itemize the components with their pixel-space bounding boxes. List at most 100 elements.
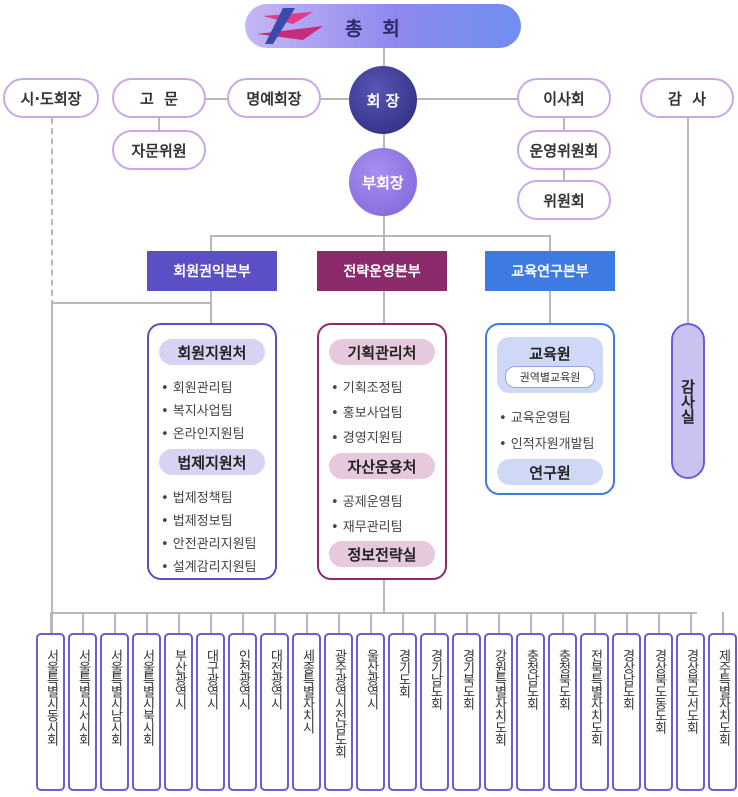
region-node: 충청남도회	[516, 633, 545, 791]
sido-president-node: 시·도회장	[3, 78, 99, 118]
region-label: 대구광역시	[203, 649, 219, 709]
region-node: 경상남도회	[612, 633, 641, 791]
region-connector	[370, 612, 372, 634]
region-connector	[530, 612, 532, 634]
region-node: 제주특별자치도회	[708, 633, 737, 791]
strategy-section: 기획관리처 • 기획조정팀 • 홍보사업팀 • 경영지원팀 자산운용처 • 공제…	[317, 323, 447, 580]
education-department: 교육연구본부	[485, 251, 615, 291]
auditor-node: 감 사	[640, 78, 734, 118]
region-label: 세종특별자치시	[299, 649, 315, 733]
board-node: 이사회	[517, 78, 611, 118]
education-institute-label: 교육원	[529, 345, 571, 363]
region-connector	[242, 612, 244, 634]
team-item: • 홍보사업팀	[331, 406, 403, 421]
region-connector	[274, 612, 276, 634]
audit-office: 감사실	[671, 323, 705, 479]
region-label: 울산광역시	[363, 649, 379, 709]
region-node: 울산광역시	[356, 633, 385, 791]
regional-institute-badge: 권역별교육원	[505, 366, 595, 388]
team-item: • 경영지원팀	[331, 431, 403, 446]
region-node: 충청북도회	[548, 633, 577, 791]
team-item: • 인적자원개발팀	[499, 437, 595, 452]
legal-support-office: 법제지원처	[159, 449, 265, 475]
region-label: 경기북도회	[459, 649, 475, 709]
region-connector	[82, 612, 84, 634]
region-node: 경기북도회	[452, 633, 481, 791]
region-label: 경상북도동도회	[651, 649, 667, 733]
region-label: 충청북도회	[555, 649, 571, 709]
advisory-committee-node: 자문위원	[112, 130, 206, 170]
region-connector	[498, 612, 500, 634]
vice-president-node: 부회장	[349, 148, 417, 216]
region-node: 서울특별시북시회	[132, 633, 161, 791]
team-item: • 회원관리팀	[161, 381, 233, 396]
region-connector	[306, 612, 308, 634]
audit-office-label: 감사실	[678, 378, 697, 424]
committee-node: 위원회	[517, 180, 611, 220]
team-item: • 기획조정팀	[331, 381, 403, 396]
assembly-logo-icon	[257, 8, 323, 44]
region-connector	[434, 612, 436, 634]
team-item: • 안전관리지원팀	[161, 537, 257, 552]
member-support-office: 회원지원처	[159, 339, 265, 365]
region-connector	[50, 612, 52, 634]
region-label: 서울특별시동시회	[43, 649, 59, 745]
region-label: 대전광역시	[267, 649, 283, 709]
region-label: 경기남도회	[427, 649, 443, 709]
region-connector	[594, 612, 596, 634]
assembly-label: 총 회	[345, 18, 400, 40]
region-node: 전북특별자치도회	[580, 633, 609, 791]
members-section: 회원지원처 • 회원관리팀 • 복지사업팀 • 온라인지원팀 법제지원처 • 법…	[147, 323, 277, 580]
region-label: 인천광역시	[235, 649, 251, 709]
region-label: 충청남도회	[523, 649, 539, 709]
region-node: 대전광역시	[260, 633, 289, 791]
region-node: 서울특별시동시회	[36, 633, 65, 791]
strategy-department: 전략운영본부	[317, 251, 447, 291]
region-label: 제주특별자치도회	[715, 649, 731, 745]
team-item: • 교육운영팀	[499, 411, 571, 426]
region-connector	[658, 612, 660, 634]
region-node: 서울특별시남시회	[100, 633, 129, 791]
region-connector	[466, 612, 468, 634]
team-item: • 법제정책팀	[161, 491, 233, 506]
region-label: 서울특별시북시회	[139, 649, 155, 745]
region-label: 전북특별자치도회	[587, 649, 603, 745]
region-connector	[210, 612, 212, 634]
region-label: 경상남도회	[619, 649, 635, 709]
region-connector	[402, 612, 404, 634]
region-node: 경상북도동도회	[644, 633, 673, 791]
region-label: 강원특별자치도회	[491, 649, 507, 745]
members-department: 회원권익본부	[147, 251, 277, 291]
asset-office: 자산운용처	[329, 453, 435, 479]
region-connector	[338, 612, 340, 634]
region-label: 경상북도서도회	[683, 649, 699, 733]
region-label: 광주광역시전남도회	[331, 649, 347, 757]
team-item: • 법제정보팀	[161, 514, 233, 529]
team-item: • 복지사업팀	[161, 404, 233, 419]
assembly-banner: 총 회	[245, 4, 521, 48]
operating-committee-node: 운영위원회	[517, 130, 611, 170]
region-node: 세종특별자치시	[292, 633, 321, 791]
region-node: 경상북도서도회	[676, 633, 705, 791]
region-connector	[146, 612, 148, 634]
region-node: 인천광역시	[228, 633, 257, 791]
team-item: • 공제운영팀	[331, 495, 403, 510]
region-node: 강원특별자치도회	[484, 633, 513, 791]
region-connector	[690, 612, 692, 634]
team-item: • 온라인지원팀	[161, 427, 245, 442]
region-node: 대구광역시	[196, 633, 225, 791]
region-node: 경기도회	[388, 633, 417, 791]
region-connector	[178, 612, 180, 634]
region-connector	[626, 612, 628, 634]
region-connector	[114, 612, 116, 634]
president-node: 회 장	[349, 66, 417, 134]
education-institute: 교육원 권역별교육원	[497, 337, 603, 393]
team-item: • 재무관리팀	[331, 520, 403, 535]
region-label: 서울특별시서시회	[75, 649, 91, 745]
honorary-president-node: 명예회장	[227, 78, 321, 118]
region-connector	[562, 612, 564, 634]
info-strategy-office: 정보전략실	[329, 541, 435, 567]
region-node: 광주광역시전남도회	[324, 633, 353, 791]
research-institute: 연구원	[497, 459, 603, 485]
region-connector	[722, 612, 724, 634]
